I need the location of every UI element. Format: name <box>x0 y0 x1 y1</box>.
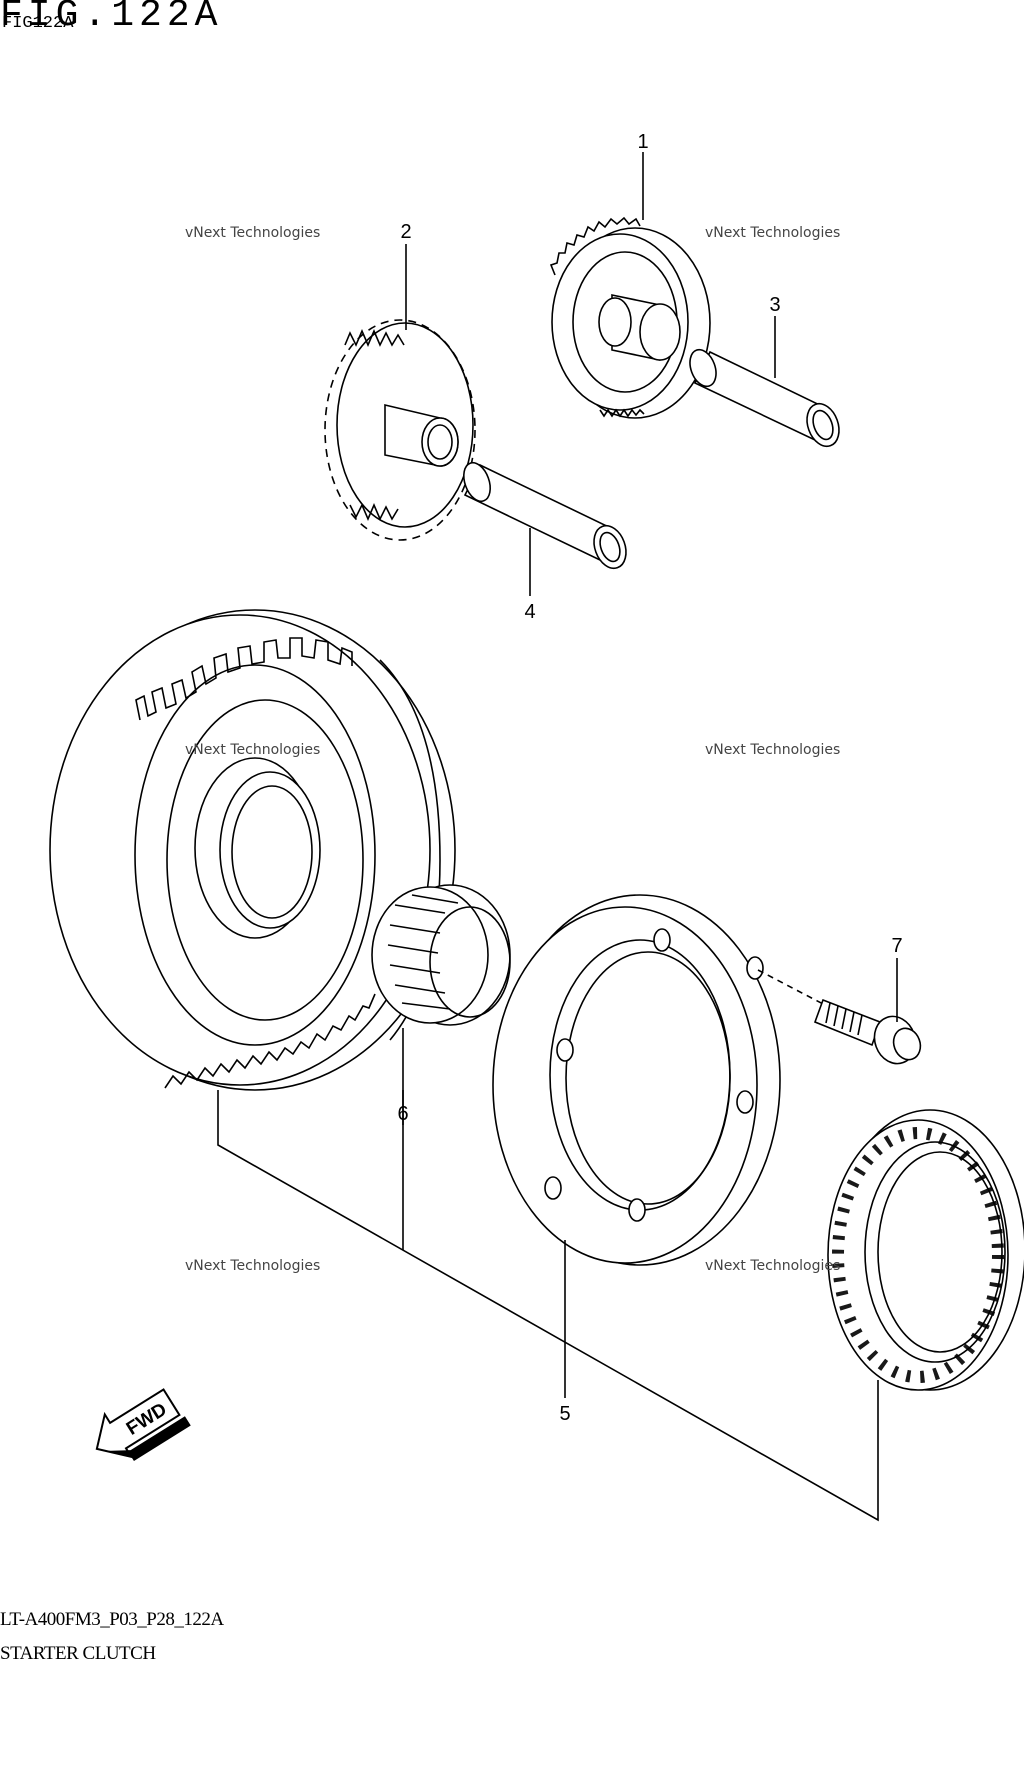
callout-6: 6 <box>397 1103 408 1125</box>
callout-2: 2 <box>400 221 411 243</box>
figure-title: FIG.122A <box>0 0 223 37</box>
callout-3: 3 <box>769 294 780 316</box>
model-code: LT-A400FM3_P03_P28_122A <box>0 1609 224 1630</box>
callout-4: 4 <box>524 601 535 623</box>
callout-1: 1 <box>637 131 648 153</box>
section-title: STARTER CLUTCH <box>0 1643 156 1664</box>
part-3-shaft[interactable] <box>685 346 844 451</box>
part-4-shaft[interactable] <box>459 459 632 573</box>
one-way-clutch[interactable] <box>827 1109 1024 1391</box>
figure-reference: FIG122A <box>2 14 74 33</box>
part-1-idler-gear[interactable] <box>549 216 711 419</box>
assembly-bracket <box>217 1028 879 1522</box>
callout-7: 7 <box>891 935 902 957</box>
part-2-drive-gear[interactable] <box>324 319 476 541</box>
part-5-clutch-housing[interactable] <box>492 894 826 1266</box>
starter-driven-gear[interactable] <box>49 609 456 1091</box>
fwd-direction-badge: FWD <box>95 1388 191 1462</box>
part-6-needle-bearing[interactable] <box>371 884 511 1026</box>
callout-leaders <box>402 152 898 1398</box>
callout-5: 5 <box>559 1403 570 1425</box>
part-7-bolt[interactable] <box>813 998 925 1069</box>
